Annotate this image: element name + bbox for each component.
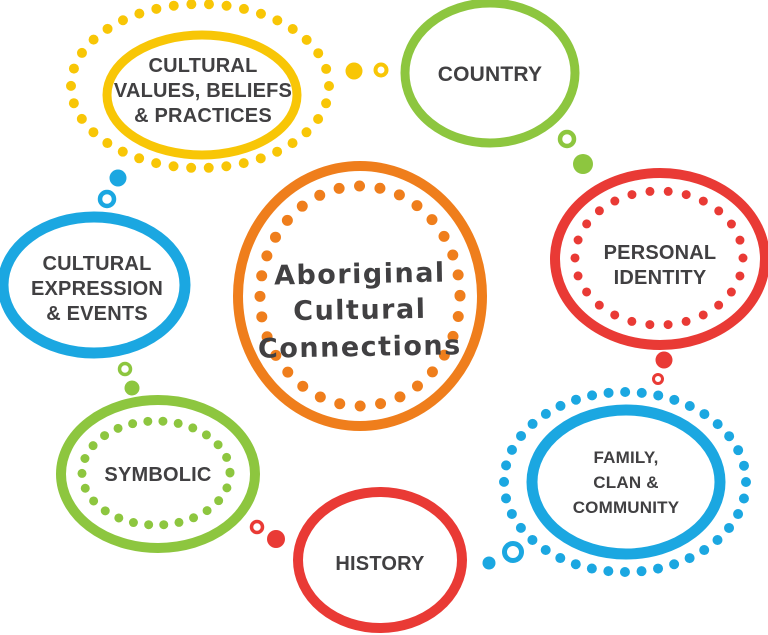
connector-blue-ring-dot (502, 541, 524, 563)
cultural-values-label-line-3: & PRACTICES (134, 105, 272, 127)
personal-identity-label-line-2: IDENTITY (614, 267, 707, 289)
cultural-values-dotted-ring (66, 0, 334, 173)
center-label-line-1: Aboriginal (274, 258, 446, 292)
connector-red-filled-dot (267, 530, 285, 548)
symbolic-label: SYMBOLIC (104, 464, 211, 486)
history-label: HISTORY (335, 553, 425, 575)
personal-identity-label: PERSONAL IDENTITY (604, 242, 717, 289)
cultural-values-label-line-1: CULTURAL (149, 55, 258, 77)
node-history: HISTORY (293, 487, 467, 633)
center-label-line-3: Connections (258, 330, 462, 365)
connector-expression-values (97, 169, 127, 209)
connector-yellow-filled-dot (345, 62, 363, 80)
family-clan-community-solid-ring (526, 404, 726, 560)
connector-green-filled-dot (124, 380, 140, 396)
cultural-expression-solid-ring (0, 211, 191, 359)
country-label: COUNTRY (438, 63, 542, 86)
connector-country-identity (557, 129, 593, 174)
family-clan-community-dotted-ring (499, 387, 751, 577)
cultural-expression-label-line-2: EXPRESSION (31, 278, 163, 300)
connector-symbolic-expression (117, 361, 140, 396)
connector-identity-family (652, 351, 673, 385)
symbolic-dotted-ring (77, 416, 235, 530)
connector-green-ring-dot (557, 129, 577, 149)
cultural-expression-label-line-1: CULTURAL (43, 253, 152, 275)
connector-blue-filled-dot (109, 169, 127, 187)
cultural-expression-label: CULTURAL EXPRESSION & EVENTS (31, 253, 163, 325)
center-label: Aboriginal Cultural Connections (258, 258, 462, 365)
history-label-line-1: HISTORY (335, 553, 425, 575)
node-cultural-values-beliefs-practices: CULTURAL VALUES, BELIEFS & PRACTICES (66, 0, 334, 173)
cultural-values-solid-ring (102, 30, 302, 160)
family-clan-community-label-line-3: COMMUNITY (573, 498, 680, 517)
history-solid-ring (293, 487, 467, 633)
center-label-line-2: Cultural (293, 294, 427, 327)
node-family-clan-community: FAMILY, CLAN & COMMUNITY (499, 387, 751, 577)
connector-values-country (345, 62, 389, 80)
country-solid-ring (400, 0, 580, 148)
connector-family-history (482, 541, 524, 570)
node-center-aboriginal-cultural-connections: Aboriginal Cultural Connections (233, 161, 487, 431)
center-dotted-ring (254, 180, 466, 412)
cultural-values-label: CULTURAL VALUES, BELIEFS & PRACTICES (114, 55, 292, 127)
connector-red-ring-dot (249, 519, 265, 535)
connector-green-filled-dot (573, 154, 593, 174)
node-cultural-expression-events: CULTURAL EXPRESSION & EVENTS (0, 211, 191, 359)
node-country: COUNTRY (400, 0, 580, 148)
node-personal-identity: PERSONAL IDENTITY (550, 168, 768, 350)
connector-red-filled-dot (655, 351, 673, 369)
node-symbolic: SYMBOLIC (56, 395, 260, 553)
connector-yellow-ring-dot (373, 62, 389, 78)
symbolic-label-line-1: SYMBOLIC (104, 464, 211, 486)
connector-green-ring-dot (117, 361, 133, 377)
country-label-line-1: COUNTRY (438, 63, 542, 86)
personal-identity-dotted-ring (570, 186, 748, 330)
connector-history-symbolic (249, 519, 285, 548)
symbolic-solid-ring (56, 395, 260, 553)
cultural-expression-label-line-3: & EVENTS (46, 303, 148, 325)
center-solid-ring (233, 161, 487, 431)
cultural-values-label-line-2: VALUES, BELIEFS (114, 80, 292, 102)
connector-red-ring-dot (652, 373, 664, 385)
family-clan-community-label-line-2: CLAN & (593, 473, 658, 492)
connector-blue-filled-dot (482, 556, 496, 570)
connector-blue-ring-dot (97, 189, 117, 209)
family-clan-community-label: FAMILY, CLAN & COMMUNITY (573, 448, 680, 517)
personal-identity-solid-ring (550, 168, 768, 350)
personal-identity-label-line-1: PERSONAL (604, 242, 717, 264)
family-clan-community-label-line-1: FAMILY, (593, 448, 658, 467)
